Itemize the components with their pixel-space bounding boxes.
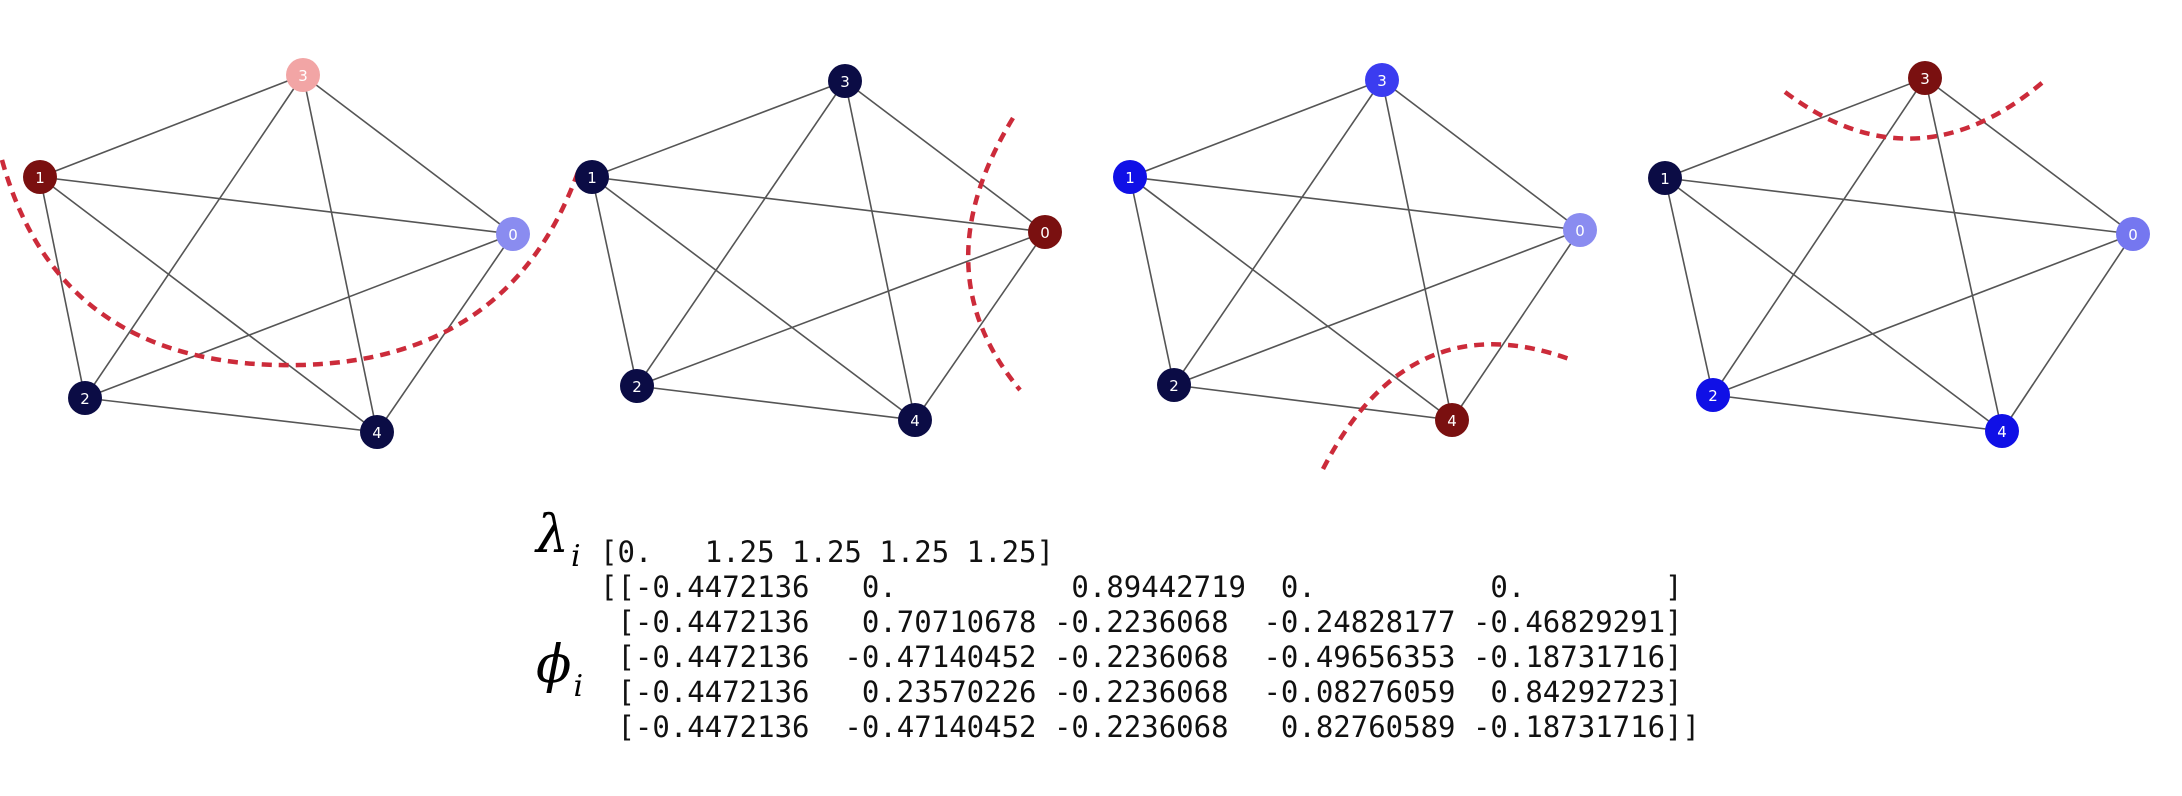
edge-3-4 (844, 80, 916, 421)
graph-panel-1: 0 1 2 3 4 (0, 58, 581, 449)
node-label-4: 4 (1997, 423, 2007, 441)
edge-0-4 (1451, 229, 1581, 421)
node-label-2: 2 (1708, 387, 1718, 405)
lambda-glyph: λ (536, 505, 569, 565)
node-label-3: 3 (840, 73, 850, 91)
edge-0-2 (636, 231, 1046, 387)
edge-0-2 (1173, 229, 1581, 386)
phi-glyph: ϕ (536, 635, 572, 695)
graph-panel-4: 0 1 2 3 4 (1648, 61, 2150, 448)
node-2 (1157, 368, 1191, 402)
node-4 (1435, 403, 1469, 437)
edge-2-3 (636, 80, 846, 387)
node-label-2: 2 (1169, 377, 1179, 395)
node-3 (1908, 61, 1942, 95)
edge-0-1 (591, 176, 1046, 233)
edge-1-4 (39, 176, 378, 433)
cut-curve (1320, 342, 1573, 471)
node-label-0: 0 (1575, 222, 1585, 240)
node-1 (23, 160, 57, 194)
cut-curve (1783, 80, 2045, 141)
lambda-symbol: λi (536, 505, 581, 574)
edge-0-3 (1924, 77, 2134, 235)
node-label-0: 0 (508, 226, 518, 244)
node-3 (828, 64, 862, 98)
cut-curve (0, 159, 581, 368)
edge-2-3 (1173, 79, 1383, 386)
node-4 (1985, 414, 2019, 448)
eigenvectors-matrix: [[-0.4472136 0. 0.89442719 0. 0. ] [-0.4… (600, 570, 1700, 744)
node-0 (496, 217, 530, 251)
node-label-1: 1 (35, 169, 45, 187)
edge-2-4 (1712, 394, 2003, 432)
node-2 (1696, 378, 1730, 412)
edge-0-4 (2001, 233, 2134, 432)
node-label-3: 3 (298, 67, 308, 85)
node-label-0: 0 (2128, 226, 2138, 244)
node-3 (1365, 63, 1399, 97)
edge-0-3 (1381, 79, 1581, 231)
graph-panel-3: 0 1 2 3 4 (1113, 63, 1597, 471)
edge-2-4 (1173, 384, 1453, 421)
edge-3-4 (302, 74, 378, 433)
edge-1-2 (1664, 177, 1714, 396)
edge-1-3 (39, 74, 304, 178)
edge-2-3 (1712, 77, 1926, 396)
edge-1-4 (1129, 176, 1453, 421)
edge-3-4 (1924, 77, 2003, 432)
node-label-4: 4 (1447, 412, 1457, 430)
node-label-3: 3 (1377, 72, 1387, 90)
node-3 (286, 58, 320, 92)
node-label-2: 2 (80, 390, 90, 408)
graph-panels: 0 1 2 3 4 0 1 2 3 4 0 1 2 3 4 0 1 2 3 4 (0, 58, 2150, 471)
node-label-1: 1 (587, 169, 597, 187)
edge-1-4 (1664, 177, 2003, 432)
edge-0-2 (1712, 233, 2134, 396)
phi-subscript: i (573, 669, 584, 704)
edge-1-2 (1129, 176, 1175, 386)
edge-2-4 (636, 385, 916, 421)
edge-1-4 (591, 176, 916, 421)
node-1 (575, 160, 609, 194)
node-0 (1028, 215, 1062, 249)
edge-1-3 (1664, 77, 1926, 179)
edge-0-1 (39, 176, 514, 235)
phi-symbol: ϕi (536, 635, 584, 704)
edge-0-4 (914, 231, 1046, 421)
node-0 (2116, 217, 2150, 251)
node-4 (360, 415, 394, 449)
edge-2-3 (84, 74, 304, 399)
node-label-2: 2 (632, 378, 642, 396)
node-label-1: 1 (1125, 169, 1135, 187)
node-label-4: 4 (372, 424, 382, 442)
node-2 (68, 381, 102, 415)
node-2 (620, 369, 654, 403)
cut-curve (966, 116, 1022, 392)
edge-2-4 (84, 397, 378, 433)
node-1 (1113, 160, 1147, 194)
edge-0-3 (844, 80, 1046, 233)
node-label-1: 1 (1660, 170, 1670, 188)
edge-1-3 (591, 80, 846, 178)
node-1 (1648, 161, 1682, 195)
eigenvalues-text: [0. 1.25 1.25 1.25 1.25] (600, 535, 1054, 569)
node-0 (1563, 213, 1597, 247)
graph-panel-2: 0 1 2 3 4 (575, 64, 1062, 437)
edge-1-3 (1129, 79, 1383, 178)
lambda-subscript: i (570, 539, 581, 574)
node-4 (898, 403, 932, 437)
node-label-3: 3 (1920, 70, 1930, 88)
edge-1-2 (39, 176, 86, 399)
edge-3-4 (1381, 79, 1453, 421)
edge-0-1 (1129, 176, 1581, 231)
edge-1-2 (591, 176, 638, 387)
edge-0-2 (84, 233, 514, 399)
edge-0-1 (1664, 177, 2134, 235)
node-label-0: 0 (1040, 224, 1050, 242)
edge-0-3 (302, 74, 514, 235)
node-label-4: 4 (910, 412, 920, 430)
